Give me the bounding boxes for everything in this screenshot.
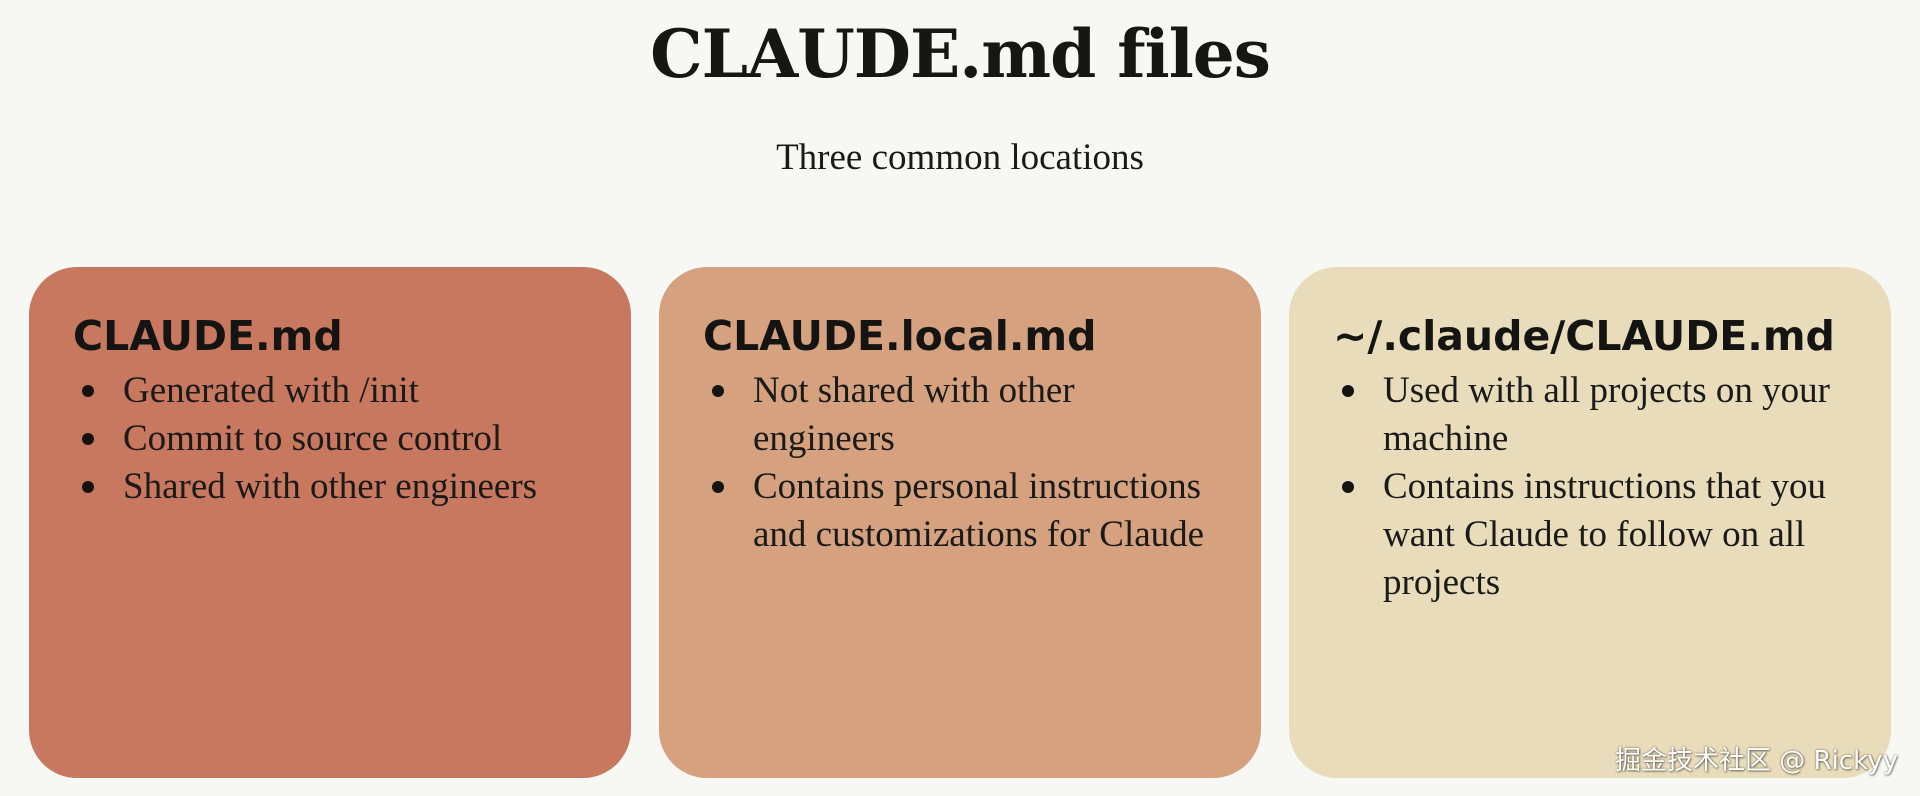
bullet-icon xyxy=(1342,481,1354,493)
list-item-text: Generated with /init xyxy=(123,370,419,411)
list-item-text: Contains personal instructions and custo… xyxy=(753,466,1205,555)
list-item-text: Contains instructions that you want Clau… xyxy=(1383,466,1826,603)
list-item: Shared with other engineers xyxy=(73,463,587,511)
list-item: Contains instructions that you want Clau… xyxy=(1333,463,1847,607)
bullet-icon xyxy=(82,433,94,445)
list-item-text: Commit to source control xyxy=(123,418,503,459)
card-user-claude-md: ~/.claude/CLAUDE.md Used with all projec… xyxy=(1289,267,1891,778)
watermark: 掘金技术社区 @ Rickyy xyxy=(1614,746,1898,776)
card-heading: CLAUDE.local.md xyxy=(703,312,1097,360)
bullet-icon xyxy=(712,481,724,493)
bullet-list: Generated with /init Commit to source co… xyxy=(73,367,587,511)
list-item: Contains personal instructions and custo… xyxy=(703,463,1217,559)
bullet-icon xyxy=(712,385,724,397)
card-heading: CLAUDE.md xyxy=(73,312,343,360)
slide-title: CLAUDE.md files xyxy=(650,15,1271,93)
list-item-text: Used with all projects on your machine xyxy=(1383,370,1830,459)
card-heading: ~/.claude/CLAUDE.md xyxy=(1333,312,1835,360)
bullet-icon xyxy=(82,481,94,493)
list-item: Generated with /init xyxy=(73,367,587,415)
list-item: Used with all projects on your machine xyxy=(1333,367,1847,463)
list-item: Commit to source control xyxy=(73,415,587,463)
list-item: Not shared with other engineers xyxy=(703,367,1217,463)
card-claude-md: CLAUDE.md Generated with /init Commit to… xyxy=(29,267,631,778)
list-item-text: Not shared with other engineers xyxy=(753,370,1075,459)
bullet-icon xyxy=(82,385,94,397)
card-claude-local-md: CLAUDE.local.md Not shared with other en… xyxy=(659,267,1261,778)
bullet-icon xyxy=(1342,385,1354,397)
list-item-text: Shared with other engineers xyxy=(123,466,538,507)
bullet-list: Not shared with other engineers Contains… xyxy=(703,367,1217,559)
bullet-list: Used with all projects on your machine C… xyxy=(1333,367,1847,607)
slide-subtitle: Three common locations xyxy=(776,137,1144,178)
